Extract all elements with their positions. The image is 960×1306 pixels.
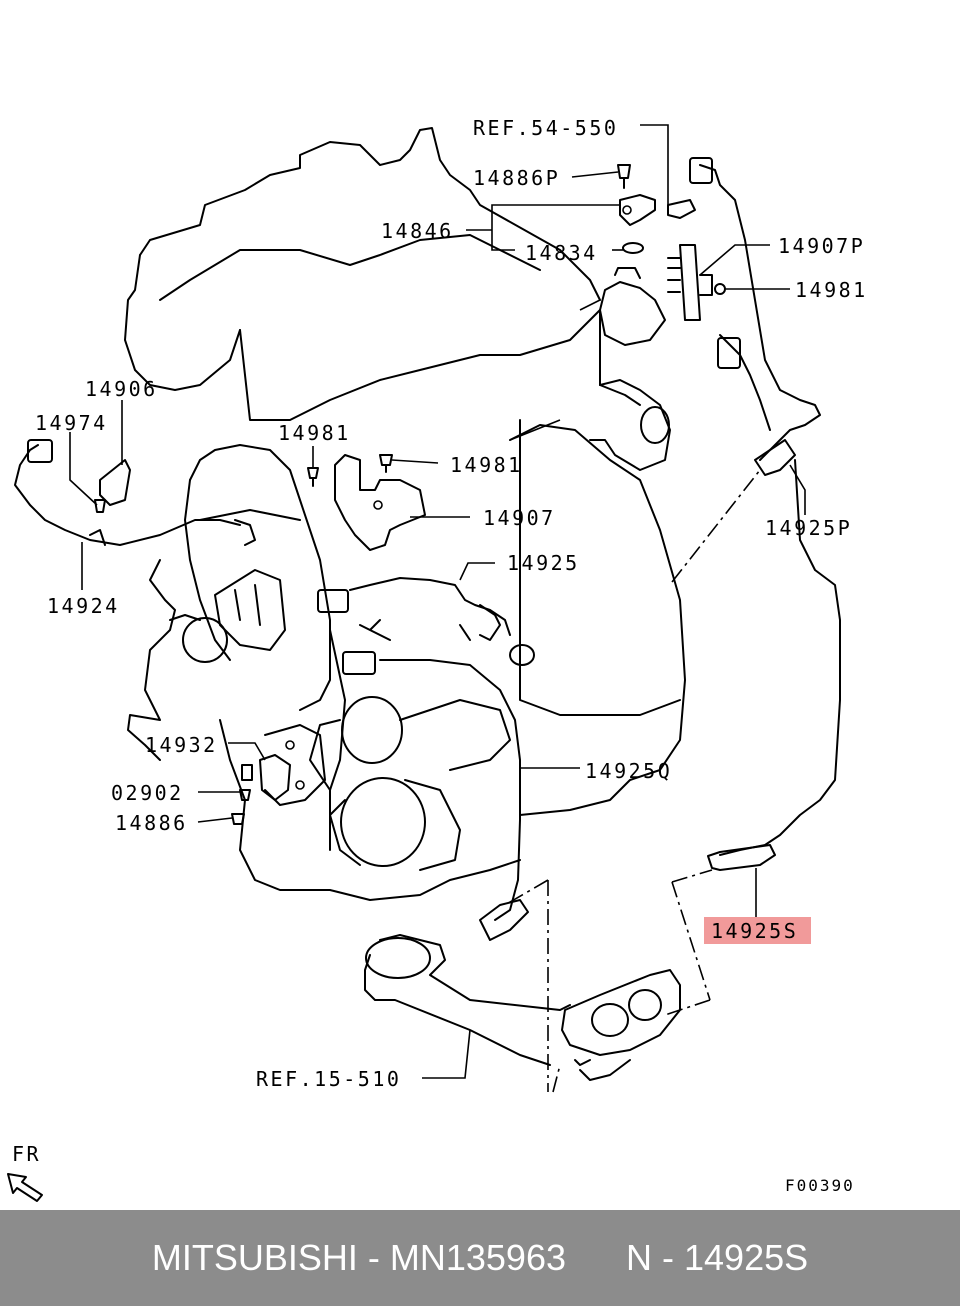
front-arrow-icon <box>7 1173 43 1202</box>
label-14925p[interactable]: 14925P <box>765 516 852 540</box>
label-14974[interactable]: 14974 <box>35 411 108 435</box>
label-14981-b[interactable]: 14981 <box>278 421 351 445</box>
figure-code: F00390 <box>785 1176 855 1195</box>
footer-part-number: MITSUBISHI - MN135963 N - 14925S <box>151 1237 809 1278</box>
label-14981-c[interactable]: 14981 <box>450 453 523 477</box>
label-ref-54-550[interactable]: REF.54-550 <box>473 116 618 140</box>
label-14906[interactable]: 14906 <box>85 377 158 401</box>
label-14925q[interactable]: 14925Q <box>585 759 672 783</box>
label-fr: FR <box>12 1142 41 1166</box>
label-14834[interactable]: 14834 <box>525 241 598 265</box>
label-02902[interactable]: 02902 <box>111 781 184 805</box>
label-14886p[interactable]: 14886P <box>473 166 560 190</box>
exhaust-manifold <box>364 934 681 1081</box>
engine-block-outline <box>124 127 686 901</box>
label-14924[interactable]: 14924 <box>47 594 120 618</box>
components <box>94 164 726 825</box>
label-14981-a[interactable]: 14981 <box>795 278 868 302</box>
part-labels: REF.54-550 14886P 14846 14834 14907P 149… <box>12 116 868 1195</box>
label-14907[interactable]: 14907 <box>483 506 556 530</box>
label-14886[interactable]: 14886 <box>115 811 188 835</box>
leader-lines <box>69 124 806 1079</box>
label-ref-15-510[interactable]: REF.15-510 <box>256 1067 401 1091</box>
parts-diagram: REF.54-550 14886P 14846 14834 14907P 149… <box>7 116 868 1202</box>
label-14932[interactable]: 14932 <box>145 733 218 757</box>
label-14907p[interactable]: 14907P <box>778 234 865 258</box>
label-14925[interactable]: 14925 <box>507 551 580 575</box>
sensor-wiring <box>14 157 841 941</box>
footer-bar: MITSUBISHI - MN135963 N - 14925S <box>0 1210 960 1306</box>
part-highlight <box>704 917 811 944</box>
label-14925s[interactable]: 14925S <box>711 919 798 943</box>
engine-drawing: REF.54-550 14886P 14846 14834 14907P 149… <box>7 116 868 1202</box>
label-14846[interactable]: 14846 <box>381 219 454 243</box>
reference-lines <box>504 469 761 1093</box>
